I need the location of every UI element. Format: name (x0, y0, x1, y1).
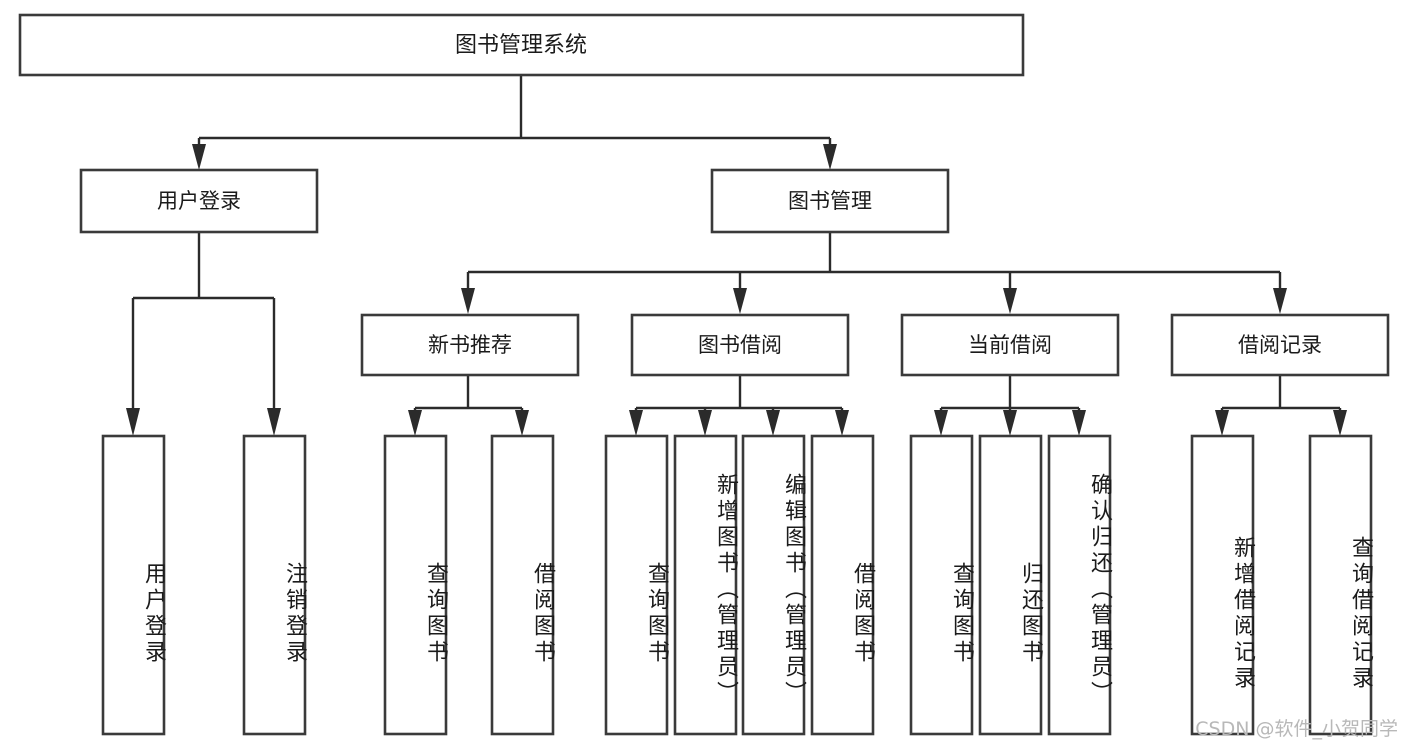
node-book-borrow-box[interactable] (630, 313, 850, 377)
connectors-user-login-to-leaves (126, 232, 281, 436)
arrow-to-book-borrow-icon (733, 288, 747, 314)
connectors-root-to-level2 (192, 76, 837, 170)
node-current-borrow-box[interactable] (900, 313, 1120, 377)
arrow-user-login-leaf-1-icon (126, 408, 140, 436)
leaf-box-current-borrow-2[interactable] (978, 434, 1043, 736)
leaf-box-book-borrow-1[interactable] (604, 434, 669, 736)
node-user-login[interactable]: 用户登录 (79, 168, 319, 234)
leaf-box-book-borrow-3[interactable] (741, 434, 806, 736)
arrow-book-borrow-leaf-1-icon (629, 410, 643, 436)
node-new-book-recommend-box[interactable] (360, 313, 580, 377)
leaf-boxes (101, 434, 1373, 736)
arrow-to-user-login-icon (192, 144, 206, 170)
arrow-borrow-record-leaf-1-icon (1215, 410, 1229, 436)
leaf-box-current-borrow-1[interactable] (909, 434, 974, 736)
node-root[interactable]: 图书管理系统 (18, 13, 1025, 77)
node-user-login-label: 用户登录 (157, 189, 241, 213)
node-book-borrow-label: 图书借阅 (698, 333, 782, 357)
connectors-new-book-to-leaves (408, 375, 529, 436)
leaf-box-new-book-2[interactable] (490, 434, 555, 736)
node-borrow-record[interactable]: 借阅记录 (1170, 313, 1390, 377)
arrow-book-borrow-leaf-4-icon (835, 410, 849, 436)
leaf-box-borrow-record-2[interactable] (1308, 434, 1373, 736)
leaf-box-user-login-1[interactable] (101, 434, 166, 736)
leaf-box-book-borrow-4[interactable] (810, 434, 875, 736)
node-borrow-record-label: 借阅记录 (1238, 333, 1322, 357)
leaf-box-user-login-2[interactable] (242, 434, 307, 736)
leaf-box-borrow-record-1[interactable] (1190, 434, 1255, 736)
arrow-current-borrow-leaf-1-icon (934, 410, 948, 436)
arrow-to-borrow-record-icon (1273, 288, 1287, 314)
node-book-manage-label: 图书管理 (788, 189, 872, 213)
node-user-login-box[interactable] (79, 168, 319, 234)
node-root-box[interactable] (18, 13, 1025, 77)
node-book-manage-box[interactable] (710, 168, 950, 234)
arrow-to-current-borrow-icon (1003, 288, 1017, 314)
node-new-book-recommend-label: 新书推荐 (428, 333, 512, 357)
node-borrow-record-box[interactable] (1170, 313, 1390, 377)
arrow-to-book-manage-icon (823, 144, 837, 170)
arrow-new-book-leaf-1-icon (408, 410, 422, 436)
connectors-book-borrow-to-leaves (629, 375, 849, 436)
node-book-borrow[interactable]: 图书借阅 (630, 313, 850, 377)
node-root-label: 图书管理系统 (455, 33, 587, 58)
arrow-user-login-leaf-2-icon (267, 408, 281, 436)
arrow-current-borrow-leaf-3-icon (1072, 410, 1086, 436)
node-new-book-recommend[interactable]: 新书推荐 (360, 313, 580, 377)
arrow-to-new-book-icon (461, 288, 475, 314)
arrow-borrow-record-leaf-2-icon (1333, 410, 1347, 436)
connectors-book-manage-to-level3 (461, 232, 1287, 314)
arrow-current-borrow-leaf-2-icon (1003, 410, 1017, 436)
node-current-borrow[interactable]: 当前借阅 (900, 313, 1120, 377)
connectors-current-borrow-to-leaves (934, 375, 1086, 436)
arrow-new-book-leaf-2-icon (515, 410, 529, 436)
leaf-box-current-borrow-3[interactable] (1047, 434, 1112, 736)
node-current-borrow-label: 当前借阅 (968, 333, 1052, 357)
leaf-box-new-book-1[interactable] (383, 434, 448, 736)
arrow-book-borrow-leaf-2-icon (698, 410, 712, 436)
arrow-book-borrow-leaf-3-icon (766, 410, 780, 436)
leaf-box-book-borrow-2[interactable] (673, 434, 738, 736)
connectors-borrow-record-to-leaves (1215, 375, 1347, 436)
node-book-manage[interactable]: 图书管理 (710, 168, 950, 234)
watermark-text: CSDN @软件_小贺同学 (1195, 718, 1398, 740)
